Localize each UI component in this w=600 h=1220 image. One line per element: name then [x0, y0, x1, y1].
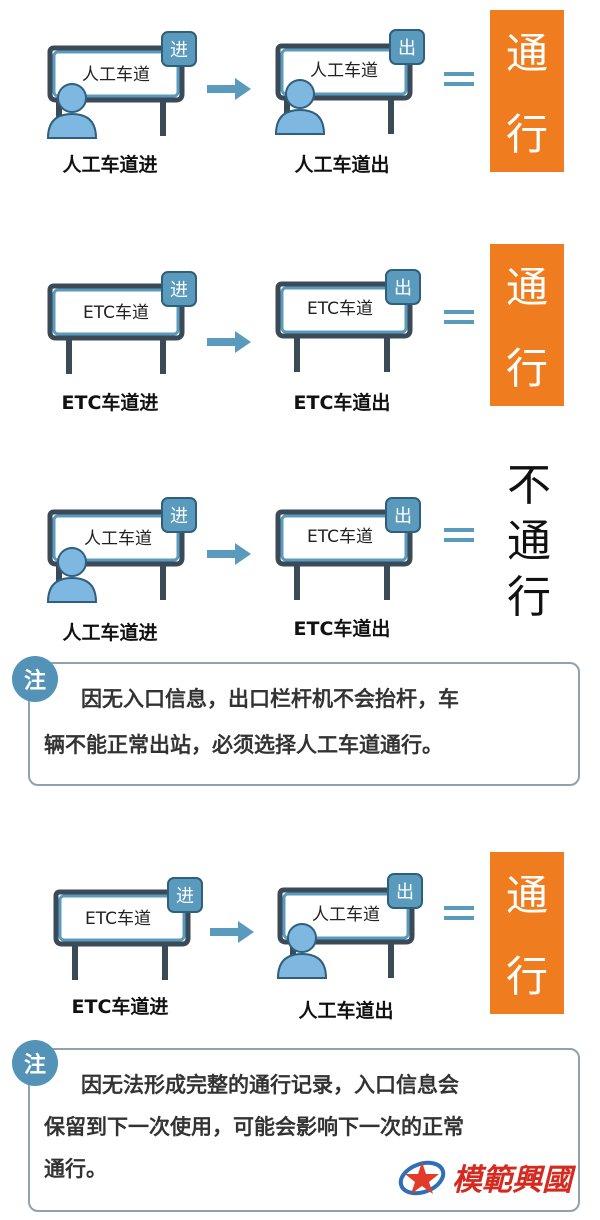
entry-badge [161, 31, 197, 67]
result-char: 通 [505, 263, 548, 312]
exit-badge [387, 873, 423, 909]
arrow-right-icon [207, 543, 251, 565]
exit-badge-label: 出 [398, 38, 416, 59]
watermark-logo: 模範興國 [398, 1160, 577, 1198]
sign-label: 人工车道 [312, 905, 380, 925]
note-badge: 注 [12, 1040, 58, 1086]
sign-label: 人工车道 [84, 529, 152, 549]
note-line: 因无入口信息，出口栏杆机不会抬杆，车 [60, 687, 459, 711]
result-char: 行 [505, 344, 548, 393]
entry-badge-label: 进 [176, 886, 194, 907]
arrow-right-icon [207, 78, 251, 100]
person-icon [46, 547, 98, 603]
result-pass: 通 行 [490, 10, 564, 172]
person-icon [276, 923, 328, 979]
note-line: 因无法形成完整的通行记录，入口信息会 [60, 1073, 459, 1097]
result-no-pass: 不 通 行 [492, 458, 566, 626]
sign-label: ETC车道 [85, 909, 151, 929]
svg-text:模範興國: 模範興國 [452, 1163, 577, 1198]
entry-badge [161, 497, 197, 533]
lane-caption: ETC车道进 [71, 996, 169, 1018]
lane-caption: ETC车道出 [293, 392, 391, 414]
lane-sign-row2-exit: ETC车道 出 [275, 269, 421, 372]
exit-badge-label: 出 [394, 278, 412, 299]
lane-caption: ETC车道进 [61, 392, 159, 414]
note-line: 保留到下一次使用，可能会影响下一次的正常 [44, 1115, 464, 1139]
note-box [28, 662, 580, 786]
person-icon [46, 83, 98, 139]
note-badge: 注 [12, 656, 58, 702]
lane-sign-row3-entry: 人工车道 进 [46, 497, 197, 603]
exit-badge-label: 出 [396, 882, 414, 903]
sign-label: ETC车道 [83, 303, 149, 323]
result-char: 通 [505, 871, 548, 920]
exit-badge-label: 出 [394, 506, 412, 527]
lane-caption: 人工车道进 [62, 622, 158, 644]
sign-label: ETC车道 [307, 527, 373, 547]
result-char: 通 [507, 516, 551, 567]
sign-label: 人工车道 [82, 65, 150, 85]
result-pass: 通 行 [490, 244, 564, 406]
lane-sign-row1-exit: 人工车道 出 [274, 29, 425, 135]
equals-icon [444, 310, 474, 324]
entry-badge-label: 进 [170, 280, 188, 301]
entry-badge-label: 进 [170, 506, 188, 527]
lane-sign-row4-entry: ETC车道 进 [53, 877, 203, 980]
equals-icon [444, 906, 474, 920]
lane-caption: 人工车道进 [62, 154, 158, 176]
entry-badge-label: 进 [170, 40, 188, 61]
result-char: 通 [505, 29, 548, 78]
result-char: 行 [505, 110, 548, 159]
arrow-right-icon [210, 921, 254, 943]
result-char: 不 [507, 460, 551, 511]
arrow-right-icon [207, 331, 251, 353]
entry-badge [167, 877, 203, 913]
lane-sign-row4-exit: 人工车道 出 [276, 873, 423, 979]
equals-icon [444, 528, 474, 542]
note-box [28, 1048, 580, 1212]
result-pass: 通 行 [490, 852, 564, 1014]
lane-caption: 人工车道出 [294, 154, 390, 176]
exit-badge [389, 29, 425, 65]
lane-caption: 人工车道出 [298, 1000, 394, 1022]
person-icon [274, 79, 326, 135]
equals-icon [444, 72, 474, 86]
lane-sign-row2-entry: ETC车道 进 [47, 271, 197, 374]
entry-badge [161, 271, 197, 307]
exit-badge [385, 497, 421, 533]
sign-label: ETC车道 [307, 299, 373, 319]
note-line: 通行。 [44, 1157, 107, 1181]
lane-sign-row1-entry: 人工车道 进 [46, 31, 197, 139]
lane-caption: ETC车道出 [293, 618, 391, 640]
note-line: 辆不能正常出站，必须选择人工车道通行。 [44, 733, 443, 757]
exit-badge [385, 269, 421, 305]
result-char: 行 [505, 952, 548, 1001]
lane-sign-row3-exit: ETC车道 出 [275, 497, 421, 600]
result-char: 行 [507, 572, 551, 623]
sign-label: 人工车道 [310, 61, 378, 81]
